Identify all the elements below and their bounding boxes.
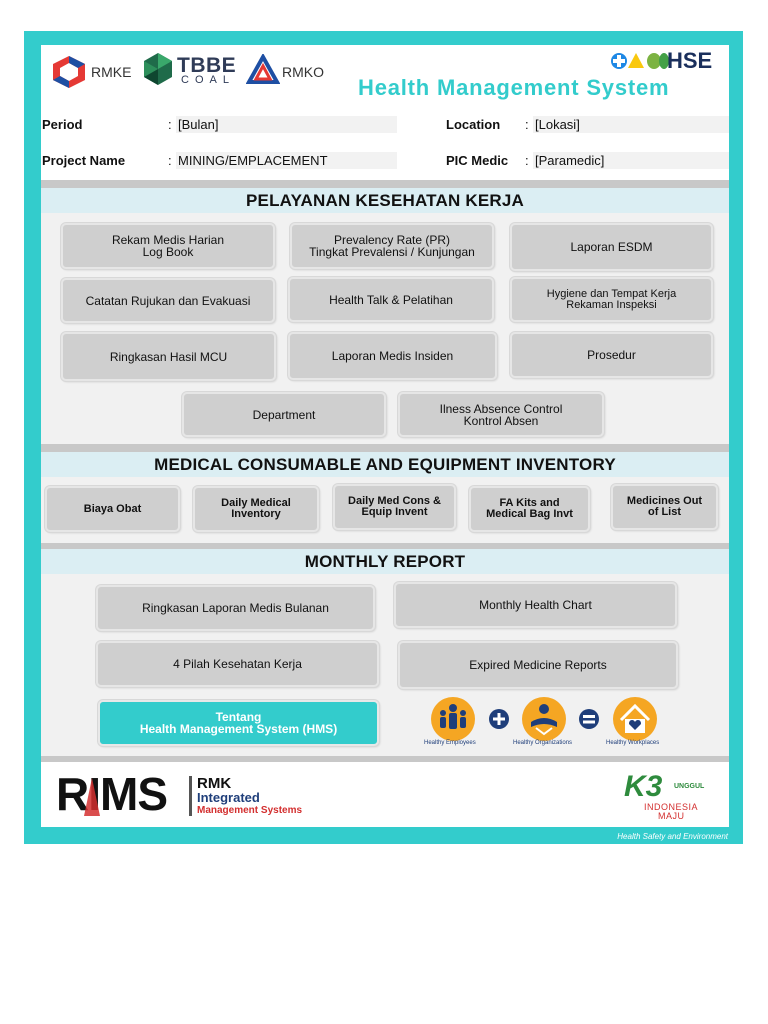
divider-4 [41, 756, 729, 762]
rmk-text: RMK [197, 775, 232, 792]
pic-medic-label: PIC Medic [446, 153, 509, 168]
rmke-mark-icon [53, 56, 85, 88]
btn-biaya-obat[interactable]: Biaya Obat [45, 486, 180, 532]
rims-accent-icon [84, 778, 100, 816]
healthy-organizations-label: Healthy Organizations [513, 740, 573, 746]
k3-indonesia-text: INDONESIA [644, 802, 699, 812]
tbbe-logo: TBBE COAL [141, 52, 241, 90]
btn-daily-med-cons[interactable]: Daily Med Cons & Equip Invent [333, 484, 456, 530]
rims-text: RIMS [56, 768, 168, 820]
coal-text: COAL [181, 74, 235, 86]
k3-text: K3 [624, 770, 663, 803]
healthy-equation: Healthy Employees Healthy Organizations … [422, 696, 668, 750]
rmko-logo: RMKO [245, 52, 330, 90]
project-name-colon: : [168, 153, 172, 168]
btn-fa-kits[interactable]: FA Kits and Medical Bag Invt [469, 486, 590, 532]
tbbe-mark-icon [144, 53, 172, 85]
ims-text: Management Systems [197, 805, 303, 816]
section-title-inventory: MEDICAL CONSUMABLE AND EQUIPMENT INVENTO… [41, 452, 729, 477]
btn-catatan-rujukan[interactable]: Catatan Rujukan dan Evakuasi [61, 278, 275, 323]
location-label: Location [446, 117, 501, 132]
plus-icon [489, 709, 509, 729]
divider-2 [41, 444, 729, 452]
integrated-text: Integrated [197, 790, 260, 805]
footer-caption: Health Safety and Environment [617, 832, 728, 841]
location-colon: : [525, 117, 529, 132]
period-label: Period [42, 117, 83, 132]
hse-logo: HSE [609, 48, 723, 74]
divider-1 [41, 180, 729, 188]
btn-laporan-medis-insiden[interactable]: Laporan Medis Insiden [288, 332, 497, 380]
rmke-text: RMKE [91, 64, 132, 80]
btn-expired-medicine[interactable]: Expired Medicine Reports [398, 641, 678, 689]
rmk-ims-text: RMK Integrated Management Systems [197, 776, 327, 820]
rmko-mark-icon [245, 52, 281, 84]
btn-rekam-medis-harian[interactable]: Rekam Medis Harian Log Book [61, 223, 275, 269]
project-name-label: Project Name [42, 153, 126, 168]
rims-separator [189, 776, 192, 816]
period-field[interactable]: [Bulan] [176, 116, 397, 133]
equals-icon [579, 709, 599, 729]
btn-medicines-out-of-list[interactable]: Medicines Out of List [611, 484, 718, 530]
btn-monthly-health-chart[interactable]: Monthly Health Chart [394, 582, 677, 628]
k3-logo: K3 UNGGUL INDONESIA MAJU [622, 770, 714, 821]
healthy-employees-label: Healthy Employees [424, 740, 476, 746]
btn-prosedur[interactable]: Prosedur [510, 332, 713, 378]
rims-logo: RIMS [56, 768, 188, 820]
k3-unggul-text: UNGGUL [674, 783, 705, 790]
page-title: Health Management System [358, 75, 670, 100]
btn-tentang-hms[interactable]: Tentang Health Management System (HMS) [98, 700, 379, 746]
btn-4-pilah-kesehatan[interactable]: 4 Pilah Kesehatan Kerja [96, 641, 379, 687]
rmke-logo: RMKE [49, 54, 137, 90]
section-title-monthly-report: MONTHLY REPORT [41, 549, 729, 574]
location-field[interactable]: [Lokasi] [533, 116, 729, 133]
btn-department[interactable]: Department [182, 392, 386, 437]
healthy-workplaces-label: Healthy Workplaces [606, 740, 660, 746]
btn-laporan-esdm[interactable]: Laporan ESDM [510, 223, 713, 271]
project-name-field[interactable]: MINING/EMPLACEMENT [176, 152, 397, 169]
btn-daily-medical-inventory[interactable]: Daily Medical Inventory [193, 486, 319, 532]
btn-ringkasan-mcu[interactable]: Ringkasan Hasil MCU [61, 332, 276, 381]
pic-medic-colon: : [525, 153, 529, 168]
tbbe-text: TBBE [177, 54, 237, 77]
period-colon: : [168, 117, 172, 132]
btn-health-talk[interactable]: Health Talk & Pelatihan [288, 277, 494, 322]
section-title-pelayanan: PELAYANAN KESEHATAN KERJA [41, 188, 729, 213]
btn-prevalency-rate[interactable]: Prevalency Rate (PR) Tingkat Prevalensi … [290, 223, 494, 269]
healthy-workplaces-icon [613, 697, 657, 741]
k3-maju-text: MAJU [658, 811, 685, 821]
btn-hygiene-tempat-kerja[interactable]: Hygiene dan Tempat Kerja Rekaman Inspeks… [510, 277, 713, 322]
btn-ilness-absence[interactable]: Ilness Absence Control Kontrol Absen [398, 392, 604, 437]
divider-3 [41, 543, 729, 549]
healthy-employees-icon [431, 697, 475, 741]
btn-ringkasan-laporan-bulanan[interactable]: Ringkasan Laporan Medis Bulanan [96, 585, 375, 631]
pic-medic-field[interactable]: [Paramedic] [533, 152, 729, 169]
hse-icons [611, 53, 669, 69]
healthy-organizations-icon [522, 697, 566, 741]
rmko-text: RMKO [282, 64, 324, 80]
hse-text: HSE [667, 48, 713, 73]
